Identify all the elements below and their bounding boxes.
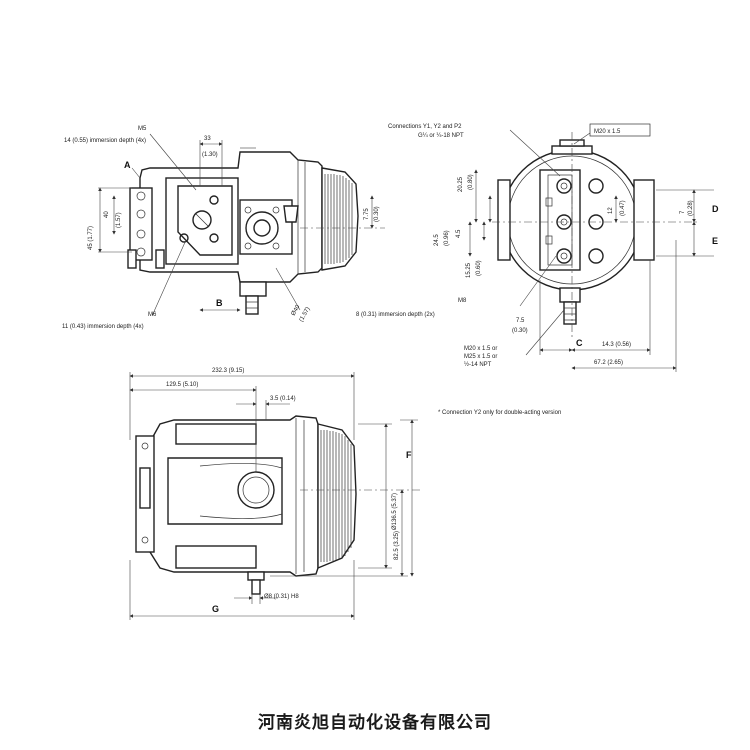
side-view-bottom [129, 372, 420, 620]
label-letter-g: G [212, 604, 219, 614]
label-dim-0-28: (0.28) [688, 200, 694, 216]
label-m5: M5 [138, 126, 147, 132]
label-dim-45: 45 (1.77) [88, 226, 94, 250]
label-dim-14-3: 14.3 (0.56) [602, 342, 631, 348]
label-connections-sub: G¼ or ¼-18 NPT [418, 133, 464, 139]
label-m20-bottom-1: M20 x 1.5 or [464, 346, 497, 352]
label-letter-a: A [124, 160, 131, 170]
label-letter-b: B [216, 298, 223, 308]
label-dim-0-60: (0.60) [476, 260, 482, 276]
label-dim-24-5: 24.5 [434, 234, 440, 246]
label-immersion-8: 8 (0.31) immersion depth (2x) [356, 312, 435, 318]
m20-top-box [589, 123, 651, 137]
label-dim-7: 7 [680, 210, 686, 214]
label-connections: Connections Y1, Y2 and P2 [388, 124, 462, 130]
label-immersion-11: 11 (0.43) immersion depth (4x) [62, 324, 144, 330]
label-dim-0-30: (0.30) [374, 206, 380, 222]
label-letter-f: F [406, 450, 412, 460]
label-dim-67-2: 67.2 (2.65) [594, 360, 623, 366]
side-view-top-left [98, 133, 385, 317]
label-dim-129-5: 129.5 (5.10) [166, 382, 198, 388]
cap-ribs-bottom [320, 430, 352, 562]
label-dim-82-5: 82.5 (3.25) [394, 531, 400, 560]
label-dim-20-25: 20.25 [458, 176, 464, 192]
end-view-top-right [468, 129, 714, 372]
label-dim-0-47: (0.47) [620, 200, 626, 216]
label-dim-4-5: 4.5 [456, 229, 462, 238]
label-dim-o40: Ø40 [291, 304, 302, 317]
label-dim-3-5: 3.5 (0.14) [270, 396, 296, 402]
label-dim-15-25: 15.25 [466, 262, 472, 278]
label-dim-0-30b: (0.30) [512, 328, 528, 334]
cap-ribs-top [324, 174, 353, 264]
annotations: M5 14 (0.55) immersion depth (4x) 33 (1.… [62, 123, 719, 614]
label-m20-bottom-3: ½-14 NPT [464, 361, 492, 368]
label-dim-o8: Ø8 (0.31) H8 [264, 594, 299, 600]
label-dim-0-96: (0.96) [444, 230, 450, 246]
label-dim-o136-5: Ø136.5 (5.37) [392, 493, 398, 530]
label-letter-c: C [576, 338, 583, 348]
label-m20-top: M20 x 1.5 [594, 129, 621, 135]
company-name: 河南炎旭自动化设备有限公司 [258, 713, 492, 733]
label-dim-1-57: (1.57) [116, 212, 122, 228]
label-note: * Connection Y2 only for double-acting v… [438, 410, 561, 416]
label-m20-bottom-2: M25 x 1.5 or [464, 354, 497, 360]
label-dim-1-30: (1.30) [202, 152, 218, 158]
label-dim-7-5: 7.5 [516, 318, 525, 324]
label-letter-e: E [712, 236, 718, 246]
label-immersion-14: 14 (0.55) immersion depth (4x) [64, 138, 146, 144]
label-m6: M6 [148, 312, 157, 318]
label-dim-33: 33 [204, 136, 211, 142]
label-dim-0-80: (0.80) [468, 174, 474, 190]
label-letter-d: D [712, 204, 719, 214]
label-m8: M8 [458, 298, 467, 304]
label-dim-40: 40 [104, 211, 110, 218]
label-dim-7-75: 7.75 [364, 208, 370, 220]
label-dim-232-3: 232.3 (9.15) [212, 368, 244, 374]
label-dim-1-57b: (1.57) [299, 306, 312, 323]
label-dim-12: 12 [608, 207, 614, 214]
